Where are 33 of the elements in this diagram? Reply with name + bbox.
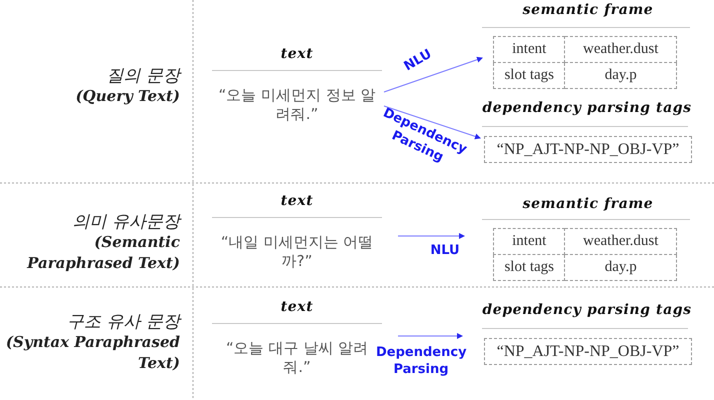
row-subtitle: (Query Text) [74, 86, 180, 107]
edge-label: Dependency Parsing [376, 344, 466, 378]
heading: text [280, 299, 314, 315]
tag-sequence-box: “NP_AJT-NP-NP_OBJ-VP” [484, 338, 692, 365]
edge-label: NLU [429, 242, 461, 259]
row-title: 구조 유사 문장 [66, 311, 180, 333]
table-cell: intent [494, 228, 565, 254]
heading: semantic frame [522, 196, 654, 212]
row-title: 의미 유사문장 [72, 211, 180, 233]
sentence: “오늘 대구 날씨 알려줘.” [224, 339, 370, 377]
edge-label: NLU [400, 46, 436, 76]
heading: dependency parsing tags [481, 100, 693, 116]
table-cell: weather.dust [564, 36, 676, 62]
heading: text [280, 46, 314, 62]
tag-sequence-box: “NP_AJT-NP-NP_OBJ-VP” [484, 136, 692, 163]
row-subtitle: (Semantic Paraphrased Text) [26, 232, 180, 274]
heading: text [280, 193, 314, 209]
table-cell: day.p [564, 254, 676, 280]
table-cell: day.p [564, 62, 676, 88]
table-cell: slot tags [494, 254, 565, 280]
table-cell: slot tags [494, 62, 565, 88]
arrow [384, 106, 481, 140]
arrow [398, 233, 465, 239]
table-cell: weather.dust [564, 228, 676, 254]
row-title: 질의 문장 [106, 65, 180, 87]
heading: dependency parsing tags [481, 302, 693, 318]
arrow [398, 333, 463, 339]
sentence: “오늘 미세먼지 정보 알려줘.” [217, 86, 377, 124]
row-subtitle: (Syntax Paraphrased Text) [4, 332, 180, 374]
table-cell: intent [494, 36, 565, 62]
sentence: “내일 미세먼지는 어떨까?” [220, 233, 374, 271]
arrow [384, 56, 483, 92]
heading: semantic frame [522, 2, 654, 18]
